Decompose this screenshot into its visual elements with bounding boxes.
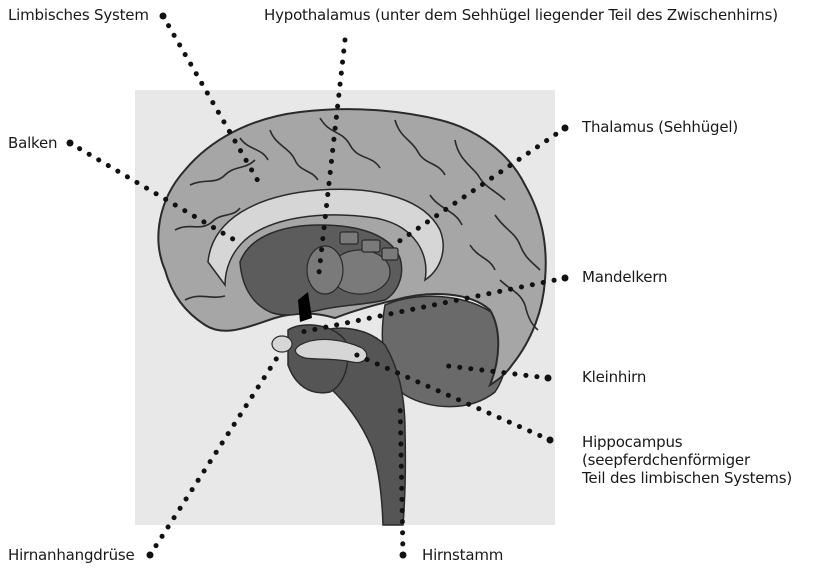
- label-kleinhirn: Kleinhirn: [582, 368, 646, 386]
- label-hippocampus-line-2: (seepferdchenförmiger: [582, 451, 812, 469]
- label-limbisches-system: Limbisches System: [8, 6, 149, 24]
- label-mandelkern: Mandelkern: [582, 268, 667, 286]
- label-balken: Balken: [8, 134, 57, 152]
- pituitary-structure: [272, 336, 292, 352]
- label-hippocampus: Hippocampus (seepferdchenförmiger Teil d…: [582, 433, 812, 487]
- label-hypothalamus: Hypothalamus (unter dem Sehhügel liegend…: [264, 6, 778, 24]
- label-hippocampus-line-3: Teil des limbischen Systems): [582, 469, 812, 487]
- label-hirnanhangdruese: Hirnanhangdrüse: [8, 546, 135, 564]
- label-hippocampus-line-1: Hippocampus: [582, 433, 812, 451]
- label-hirnstamm: Hirnstamm: [422, 546, 503, 564]
- label-thalamus: Thalamus (Sehhügel): [582, 118, 738, 136]
